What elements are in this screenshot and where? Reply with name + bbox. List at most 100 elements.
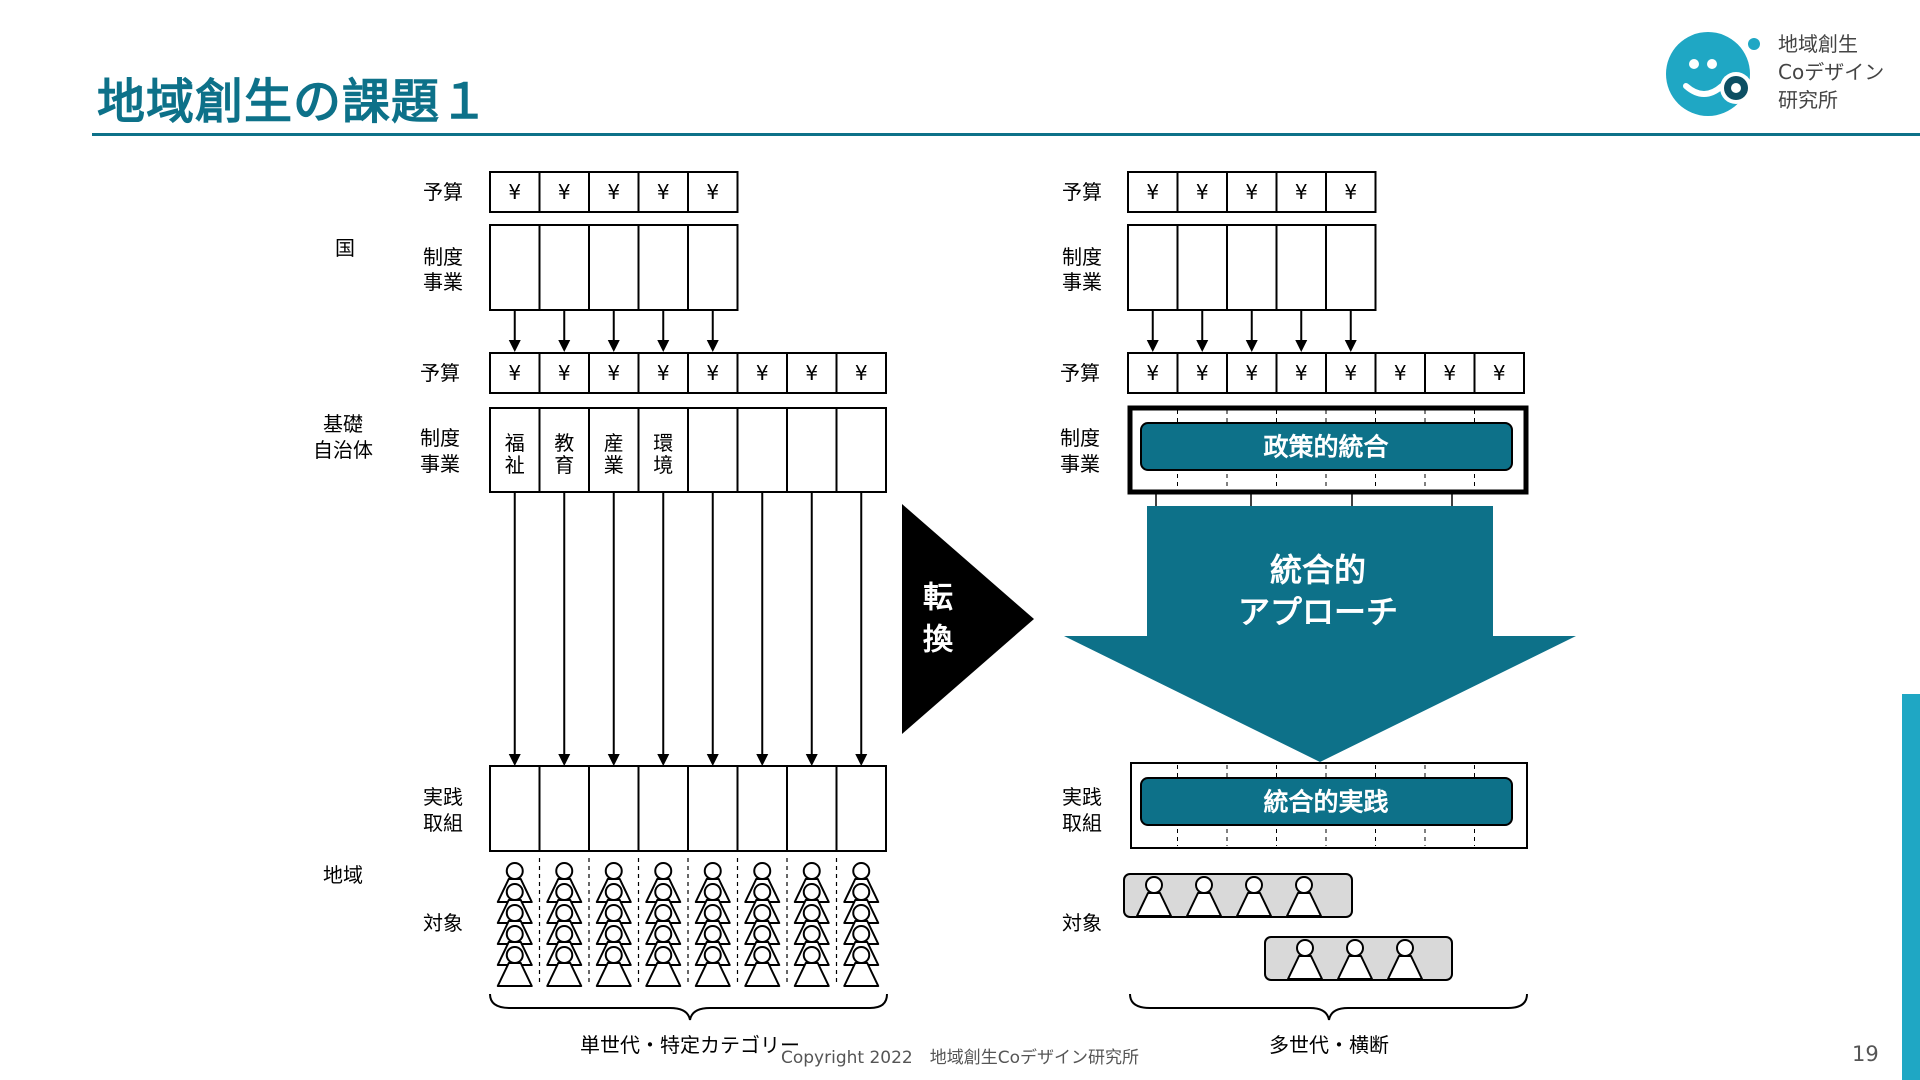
- right-local-yen: ¥: [1443, 361, 1456, 385]
- right-integrated-practice-label: 統合的実践: [1263, 788, 1388, 817]
- left-person-icon: [645, 946, 682, 987]
- right-group2-person-icon: [1387, 939, 1423, 980]
- left-person-icon: [744, 946, 781, 987]
- page-title: 地域創生の課題１: [97, 74, 490, 130]
- left-sector-cell: [736, 407, 788, 493]
- left-practice-cell: [835, 765, 887, 852]
- left-sector-char: 境: [653, 453, 673, 477]
- right-national-down-arrow-head: [1344, 340, 1357, 352]
- left-national-system-cell: [489, 224, 541, 311]
- left-sector-cell: [687, 407, 739, 493]
- left-person-icon: [496, 946, 533, 987]
- right-local-yen: ¥: [1493, 361, 1506, 385]
- integrated-approach-arrow: [1064, 506, 1576, 762]
- left-sector-down-arrow-head: [706, 754, 719, 766]
- left-national-system-cell: [538, 224, 590, 311]
- left-national-system-cell: [687, 224, 739, 311]
- left-practice-cell: [588, 765, 640, 852]
- left-national-yen: ¥: [706, 180, 719, 204]
- left-local-yen: ¥: [558, 361, 571, 385]
- copyright-text: Copyright 2022 地域創生Coデザイン研究所: [780, 1048, 1139, 1068]
- right-national-system-label-2: 事業: [1062, 270, 1102, 294]
- left-national-budget-label: 予算: [423, 180, 463, 204]
- right-national-system-cell: [1176, 224, 1228, 311]
- right-local-yen: ¥: [1146, 361, 1159, 385]
- left-local-budget-cell: [786, 352, 838, 394]
- left-practice-cell: [637, 765, 689, 852]
- right-local-yen: ¥: [1196, 361, 1209, 385]
- right-local-budget-cell: [1275, 352, 1327, 394]
- left-sector-cell: [835, 407, 887, 493]
- right-integrated-practice-box: [1140, 777, 1513, 826]
- left-practice-cell: [736, 765, 788, 852]
- right-national-down-arrow-head: [1196, 340, 1209, 352]
- left-sector-cell: [786, 407, 838, 493]
- left-practice-label-2: 取組: [423, 811, 463, 835]
- right-national-yen: ¥: [1196, 180, 1209, 204]
- logo-line-1: 地域創生: [1778, 32, 1858, 56]
- right-local-budget-cell: [1325, 352, 1377, 394]
- left-practice-cell: [489, 765, 541, 852]
- left-sector-cell: [538, 407, 590, 493]
- left-local-budget-cell: [835, 352, 887, 394]
- left-local-system-label-1: 制度: [420, 426, 460, 450]
- left-local-budget-cell: [489, 352, 541, 394]
- transformation-label-1: 転: [923, 581, 953, 616]
- right-practice-label-1: 実践: [1062, 785, 1102, 809]
- right-local-yen: ¥: [1245, 361, 1258, 385]
- left-person-icon: [595, 904, 632, 945]
- right-group1-person-icon: [1286, 876, 1322, 917]
- integrated-approach-label-1: 統合的: [1270, 551, 1366, 589]
- right-group2-person-icon: [1287, 939, 1323, 980]
- left-target-label: 対象: [423, 911, 463, 935]
- left-local-budget-cell: [538, 352, 590, 394]
- left-sector-down-arrow-head: [558, 754, 571, 766]
- left-practice-cell: [786, 765, 838, 852]
- left-national-system-label-2: 事業: [423, 270, 463, 294]
- right-practice-label-2: 取組: [1062, 811, 1102, 835]
- left-local-yen: ¥: [706, 361, 719, 385]
- left-person-icon: [694, 946, 731, 987]
- left-national-budget-cell: [489, 171, 541, 213]
- right-local-budget-cell: [1374, 352, 1426, 394]
- level-label-country: 国: [335, 236, 355, 260]
- left-national-system-label-1: 制度: [423, 245, 463, 269]
- right-national-budget-cell: [1275, 171, 1327, 213]
- right-caption: 多世代・横断: [1269, 1033, 1389, 1057]
- right-national-down-arrow-head: [1295, 340, 1308, 352]
- integrated-approach-label-2: アプローチ: [1238, 593, 1398, 631]
- right-local-yen: ¥: [1344, 361, 1357, 385]
- left-national-down-arrow-head: [657, 340, 670, 352]
- right-national-yen: ¥: [1245, 180, 1258, 204]
- left-person-icon: [595, 862, 632, 903]
- left-national-down-arrow-head: [558, 340, 571, 352]
- left-sector-down-arrow-head: [805, 754, 818, 766]
- right-brace: [1129, 993, 1528, 1021]
- right-local-budget-cell: [1424, 352, 1476, 394]
- brand-logo-icon: [1666, 32, 1760, 116]
- left-sector-down-arrow-head: [756, 754, 769, 766]
- right-national-system-cell: [1226, 224, 1278, 311]
- left-practice-cell: [687, 765, 739, 852]
- level-label-municipality-2: 自治体: [313, 438, 373, 462]
- left-sector-down-arrow-head: [607, 754, 620, 766]
- left-sector-char: 教: [554, 431, 574, 455]
- left-sector-down-arrow-head: [855, 754, 868, 766]
- left-sector-char: 福: [505, 431, 525, 455]
- right-group1-person-icon: [1186, 876, 1222, 917]
- right-national-down-arrow-head: [1146, 340, 1159, 352]
- left-national-yen: ¥: [508, 180, 521, 204]
- left-national-down-arrow-head: [508, 340, 521, 352]
- right-group2-person-icon: [1337, 939, 1373, 980]
- left-local-yen: ¥: [855, 361, 868, 385]
- right-national-system-cell: [1127, 224, 1179, 311]
- left-national-budget-cell: [637, 171, 689, 213]
- left-local-yen: ¥: [657, 361, 670, 385]
- transformation-label-2: 換: [923, 623, 954, 658]
- left-local-system-label-2: 事業: [420, 452, 460, 476]
- right-local-budget-cell: [1226, 352, 1278, 394]
- left-practice-cell: [538, 765, 590, 852]
- left-local-yen: ¥: [756, 361, 769, 385]
- side-accent-bar: [1902, 694, 1920, 1080]
